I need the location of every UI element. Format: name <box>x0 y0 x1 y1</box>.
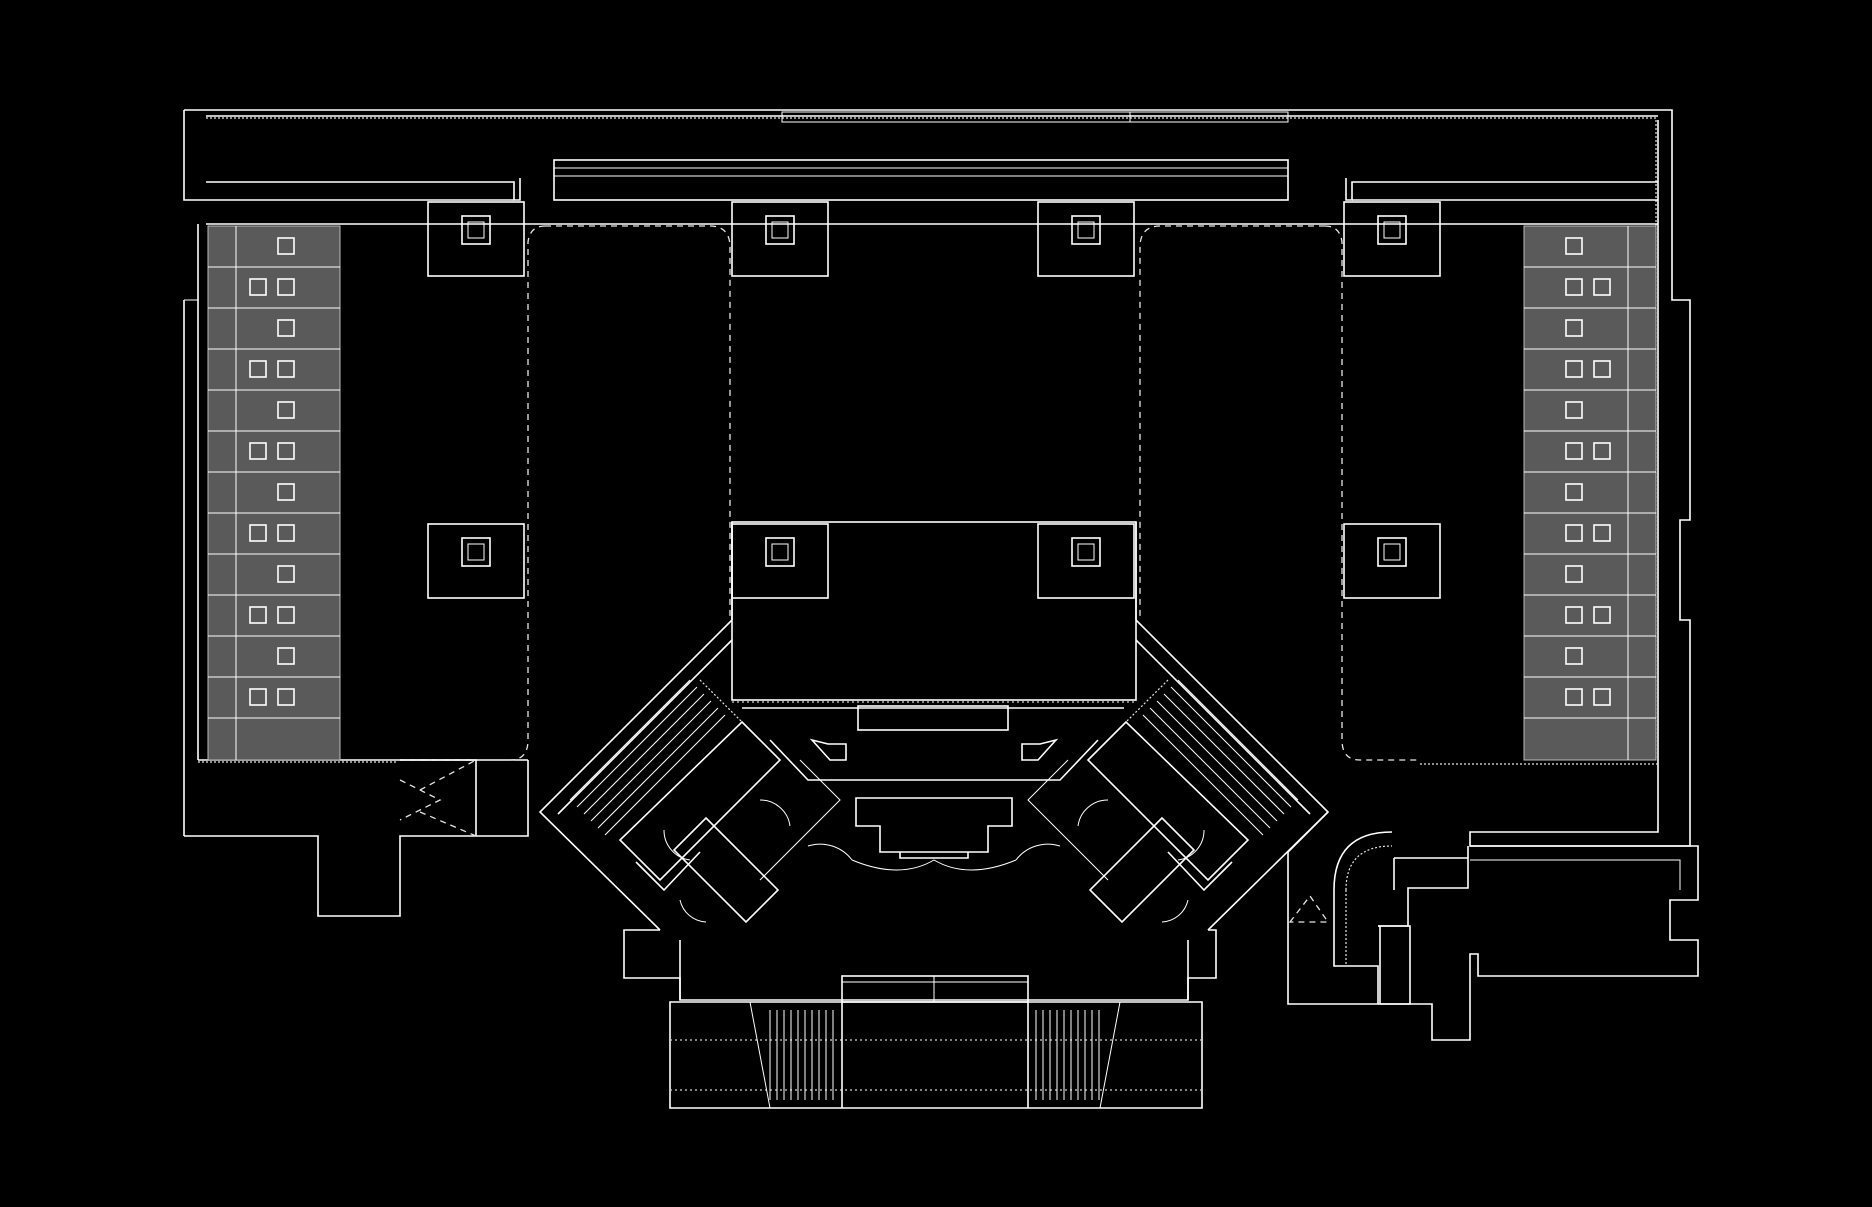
column-outer <box>461 537 491 567</box>
skylight-square <box>1565 606 1583 624</box>
skylight-square <box>1565 442 1583 460</box>
column-inner <box>467 543 485 561</box>
column-footing <box>427 201 525 277</box>
skylight-square <box>249 606 267 624</box>
column <box>1037 201 1135 277</box>
skylight-square <box>1593 360 1611 378</box>
skylight-square <box>1565 647 1583 665</box>
columns <box>427 201 1441 599</box>
column-footing <box>1037 523 1135 599</box>
column-inner <box>1383 221 1401 239</box>
skylight-square <box>1593 278 1611 296</box>
skylight-square <box>277 237 295 255</box>
skylight-square <box>277 319 295 337</box>
upper-partitions <box>206 159 1658 225</box>
column-outer <box>1377 537 1407 567</box>
skylight-square <box>1565 688 1583 706</box>
skylight-square <box>277 360 295 378</box>
column <box>1343 523 1441 599</box>
column <box>1037 523 1135 599</box>
entrance <box>623 929 1217 1109</box>
skylight-square <box>1565 401 1583 419</box>
stair-tread <box>1149 707 1271 829</box>
skylight-square <box>1593 524 1611 542</box>
skylight-square <box>249 688 267 706</box>
skylight-square <box>277 606 295 624</box>
skylight-square <box>1565 524 1583 542</box>
stair-tread <box>590 700 712 822</box>
column <box>731 201 829 277</box>
skylight-square <box>249 278 267 296</box>
skylight-square <box>277 483 295 501</box>
column-inner <box>1383 543 1401 561</box>
column-outer <box>1071 537 1101 567</box>
skylight-square <box>1593 688 1611 706</box>
skylight-square <box>1565 483 1583 501</box>
left-annex <box>399 759 477 837</box>
skylight-square <box>249 442 267 460</box>
column-inner <box>771 543 789 561</box>
skylight-square <box>277 401 295 419</box>
column <box>427 201 525 277</box>
column-footing <box>731 201 829 277</box>
stair-tread <box>583 693 705 815</box>
skylight-square <box>277 442 295 460</box>
column-inner <box>1077 221 1095 239</box>
stair-tread <box>576 686 698 808</box>
stair-tread <box>604 714 726 836</box>
skylight-square <box>1565 278 1583 296</box>
right-diagonal-wing <box>1027 619 1330 931</box>
skylight-square <box>1593 606 1611 624</box>
skylight-square <box>277 688 295 706</box>
skylight-square <box>1565 565 1583 583</box>
skylight-square <box>249 524 267 542</box>
skylight-square <box>1565 319 1583 337</box>
reception <box>769 738 1099 871</box>
column <box>1343 201 1441 277</box>
left-diagonal-wing <box>538 619 841 931</box>
column-outer <box>1377 215 1407 245</box>
outer-wall <box>183 109 1691 917</box>
skylight-square <box>1565 237 1583 255</box>
skylight-square <box>1565 360 1583 378</box>
skylight-square <box>1593 442 1611 460</box>
column-footing <box>1037 201 1135 277</box>
skylight-square <box>249 360 267 378</box>
stair-tread <box>1142 714 1264 836</box>
right-annex <box>1287 811 1699 1041</box>
column-outer <box>461 215 491 245</box>
stair-tread <box>1163 693 1285 815</box>
skylight-square <box>277 565 295 583</box>
column-footing <box>1343 201 1441 277</box>
column-footing <box>1343 523 1441 599</box>
column <box>731 523 829 599</box>
column-outer <box>765 537 795 567</box>
column-footing <box>427 523 525 599</box>
left-planter-band <box>207 225 341 761</box>
column-inner <box>771 221 789 239</box>
column-outer <box>1071 215 1101 245</box>
column-inner <box>467 221 485 239</box>
stair-tread <box>597 707 719 829</box>
stair-tread <box>1177 679 1299 801</box>
column-inner <box>1077 543 1095 561</box>
skylight-square <box>277 278 295 296</box>
column-outer <box>765 215 795 245</box>
skylight-square <box>277 524 295 542</box>
stair-tread <box>1156 700 1278 822</box>
stair-tread <box>569 679 691 801</box>
skylight-square <box>277 647 295 665</box>
central-court <box>731 521 1137 731</box>
stair-tread <box>1170 686 1292 808</box>
right-planter-band <box>1523 225 1657 761</box>
dashed-zones <box>400 225 1420 761</box>
column-footing <box>731 523 829 599</box>
column <box>427 523 525 599</box>
